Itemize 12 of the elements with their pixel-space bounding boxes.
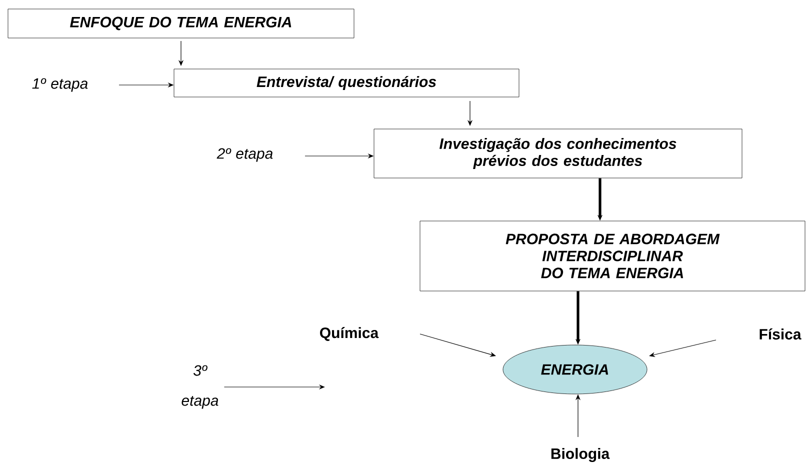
step-label: 1º etapa	[32, 78, 88, 92]
discipline-label: Química	[320, 327, 379, 341]
discipline-label: Biologia	[551, 448, 610, 462]
process-box: PROPOSTA DE ABORDAGEM INTERDISCIPLINAR DO TEMA ENERGIA	[420, 220, 806, 292]
process-box: Investigação dos conhecimentos prévios dos estudantes	[374, 128, 742, 178]
arrow	[649, 340, 716, 358]
process-box: Entrevista/ questionários	[174, 68, 520, 98]
arrow	[420, 334, 496, 357]
step-label: 3º etapa	[182, 365, 218, 409]
step-label: 2º etapa	[216, 148, 273, 162]
discipline-label: Física	[760, 328, 802, 340]
process-box: ENFOQUE DO TEMA ENERGIA	[8, 8, 354, 38]
